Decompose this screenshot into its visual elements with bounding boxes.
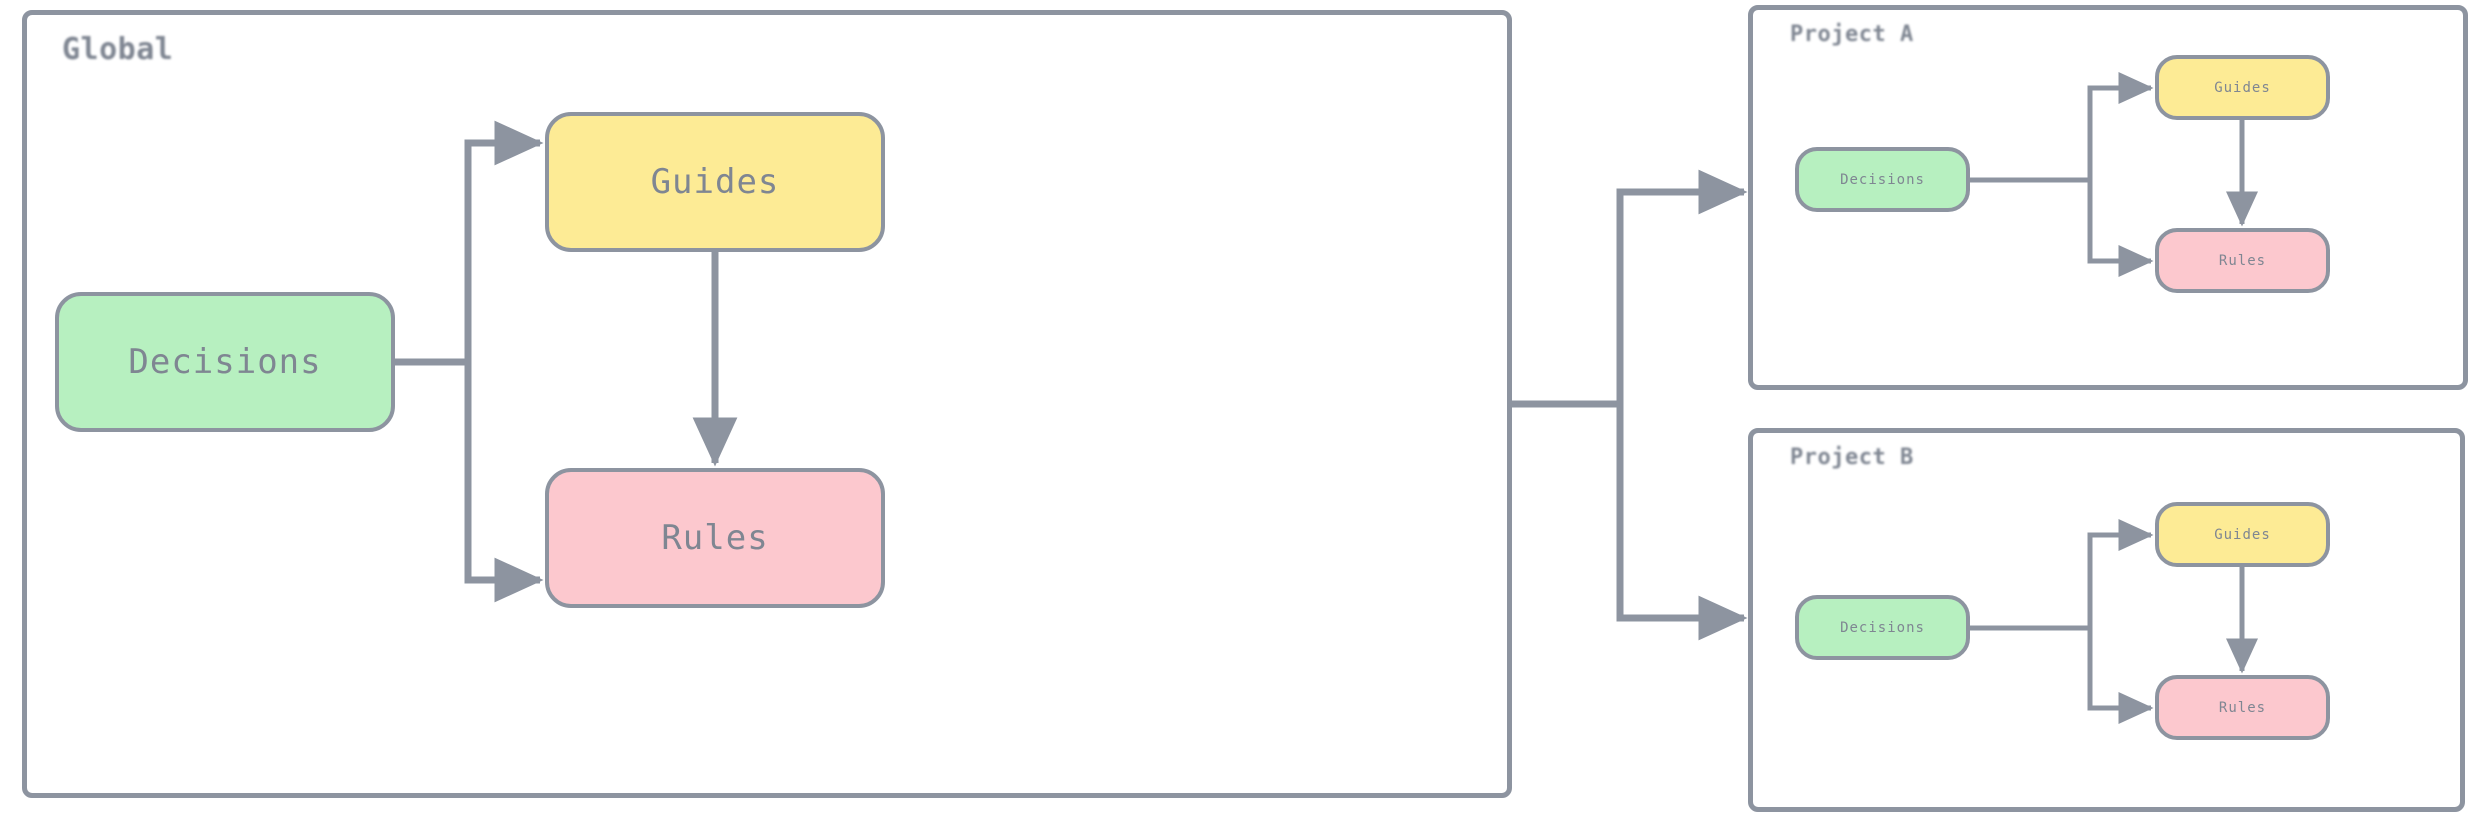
node-project-a-guides-label: Guides — [2214, 79, 2271, 96]
cluster-project-a-label: Project A — [1790, 22, 1914, 47]
cluster-project-b[interactable] — [1748, 428, 2465, 812]
node-project-a-guides[interactable]: Guides — [2155, 55, 2330, 120]
node-global-rules[interactable]: Rules — [545, 468, 885, 608]
node-project-a-rules[interactable]: Rules — [2155, 228, 2330, 293]
cluster-global-label: Global — [62, 32, 174, 67]
node-global-guides[interactable]: Guides — [545, 112, 885, 252]
node-project-b-guides[interactable]: Guides — [2155, 502, 2330, 567]
node-project-b-decisions[interactable]: Decisions — [1795, 595, 1970, 660]
node-project-a-decisions-label: Decisions — [1840, 171, 1925, 188]
node-project-a-rules-label: Rules — [2218, 252, 2267, 269]
node-global-rules-label: Rules — [661, 518, 769, 558]
node-global-decisions-label: Decisions — [128, 342, 322, 382]
edge-global-to-project-b — [1512, 400, 1748, 641]
node-project-a-decisions[interactable]: Decisions — [1795, 147, 1970, 212]
node-global-decisions[interactable]: Decisions — [55, 292, 395, 432]
node-project-b-rules[interactable]: Rules — [2155, 675, 2330, 740]
cluster-project-b-label: Project B — [1790, 445, 1914, 470]
edge-global-to-project-a — [1512, 169, 1748, 408]
node-project-b-rules-label: Rules — [2218, 699, 2267, 716]
cluster-global[interactable] — [22, 10, 1512, 798]
cluster-project-a[interactable] — [1748, 5, 2468, 390]
node-project-b-decisions-label: Decisions — [1840, 619, 1925, 636]
node-project-b-guides-label: Guides — [2214, 526, 2271, 543]
node-global-guides-label: Guides — [650, 162, 780, 202]
